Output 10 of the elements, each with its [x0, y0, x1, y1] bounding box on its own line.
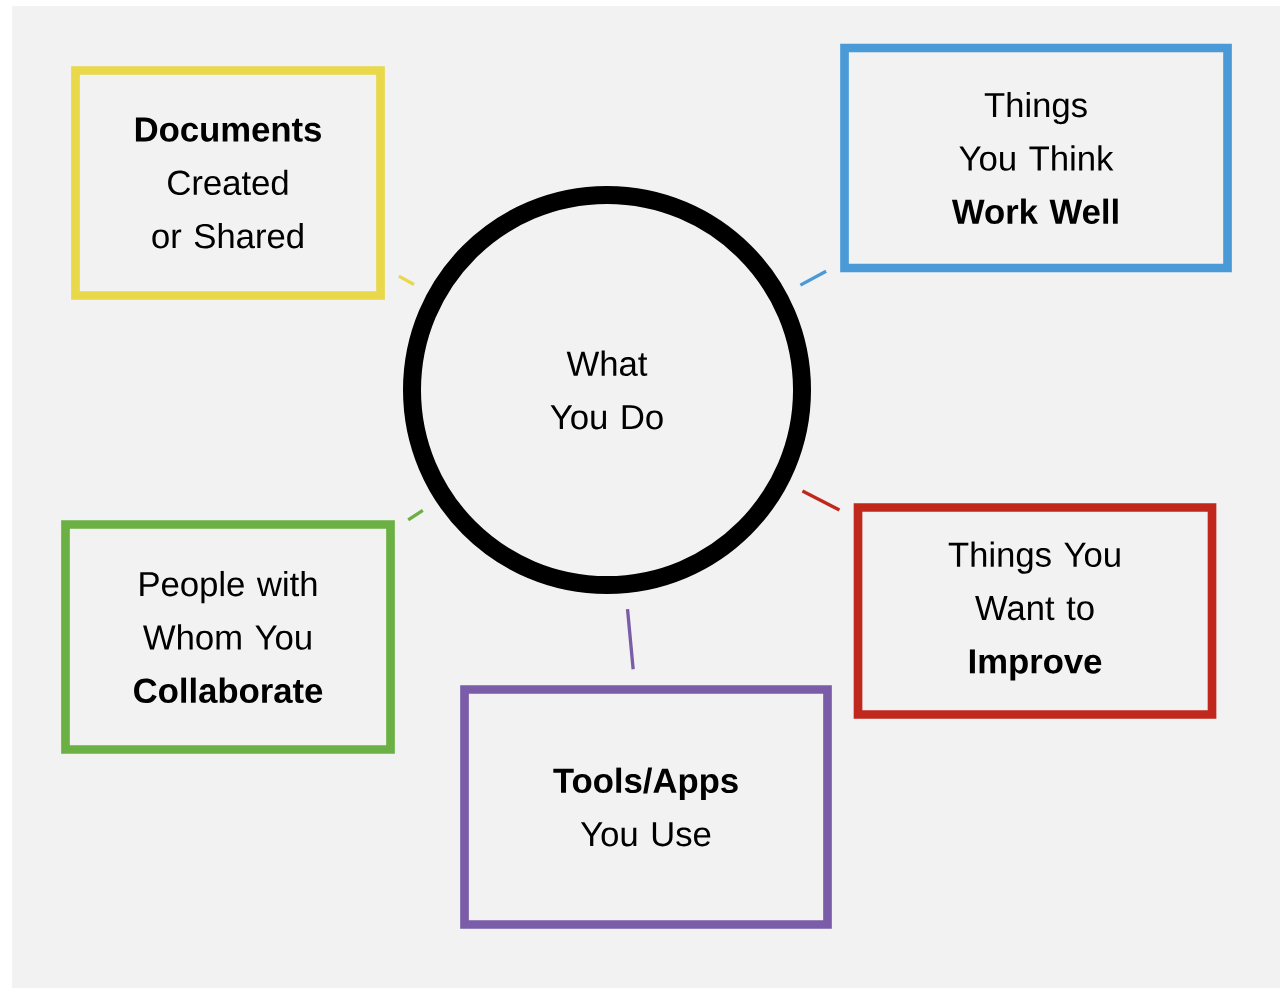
text-box: People with Whom You Collaborate [61, 520, 395, 754]
connector-line [398, 274, 415, 286]
text-box: Documents Created or Shared [71, 66, 385, 300]
connector-line [625, 608, 635, 670]
text-box: Things You Think Work Well [840, 43, 1232, 273]
text-box: Tools/Apps You Use [460, 685, 832, 929]
connector-line [801, 489, 841, 512]
connector-line [407, 508, 424, 522]
text-box: Things You Want to Improve [853, 503, 1217, 719]
connector-line [799, 269, 827, 287]
